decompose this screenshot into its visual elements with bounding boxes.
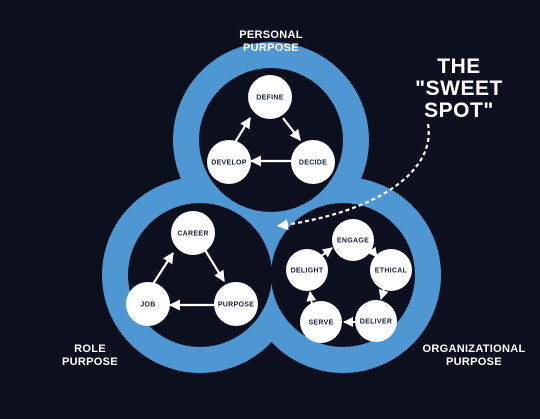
node-career [171, 211, 215, 255]
node-label-delight: DELIGHT [291, 268, 324, 275]
node-label-job: JOB [140, 302, 155, 309]
role-label-line1: ROLE [74, 343, 106, 355]
node-label-engage: ENGAGE [337, 238, 369, 245]
node-develop [207, 140, 251, 184]
sweet-spot-arrow [276, 123, 430, 231]
node-label-purpose: PURPOSE [218, 302, 254, 309]
personal-label-line1: PERSONAL [239, 29, 303, 41]
organizational-purpose-label: ORGANIZATIONAL PURPOSE [420, 343, 528, 368]
node-decide [291, 140, 335, 184]
arrow-job-career [152, 252, 174, 285]
personal-cycle-arrows [233, 117, 301, 167]
sweet-spot-label: THE "SWEET SPOT" [404, 55, 514, 123]
node-ethical [370, 249, 412, 291]
personal-label-line2: PURPOSE [243, 41, 299, 54]
node-define [248, 75, 292, 119]
node-label-develop: DEVELOP [211, 160, 247, 167]
node-deliver [355, 300, 397, 342]
personal-purpose-label: PERSONAL PURPOSE [231, 29, 311, 54]
node-label-ethical: ETHICAL [375, 268, 408, 275]
arrow-career-purpose [204, 249, 225, 282]
sweet-spot-line1: THE [437, 55, 481, 78]
node-serve [300, 301, 342, 343]
arrow-ethical-deliver [378, 288, 389, 300]
node-label-career: CAREER [177, 231, 208, 238]
role-cycle-arrows [152, 249, 225, 311]
org-nodes [286, 219, 412, 343]
sweet-spot-line2: "SWEET [415, 77, 503, 101]
arrow-define-decide [282, 117, 301, 141]
node-delight [286, 249, 328, 291]
personal-nodes [207, 75, 335, 184]
node-label-deliver: DELIVER [360, 319, 392, 326]
node-purpose [214, 282, 258, 326]
node-label-define: DEFINE [256, 95, 283, 102]
node-job [126, 282, 170, 326]
role-nodes [126, 211, 258, 326]
role-label-line2: PURPOSE [62, 355, 118, 368]
org-label-line1: ORGANIZATIONAL [422, 343, 526, 355]
org-label-line2: PURPOSE [446, 355, 502, 368]
node-label-serve: SERVE [308, 320, 333, 327]
role-purpose-label: ROLE PURPOSE [60, 343, 120, 368]
arrow-develop-define [233, 117, 251, 145]
node-engage [332, 219, 374, 261]
node-label-decide: DECIDE [299, 160, 327, 167]
sweet-spot-line3: SPOT" [424, 99, 494, 123]
arrow-serve-delight [306, 291, 317, 306]
